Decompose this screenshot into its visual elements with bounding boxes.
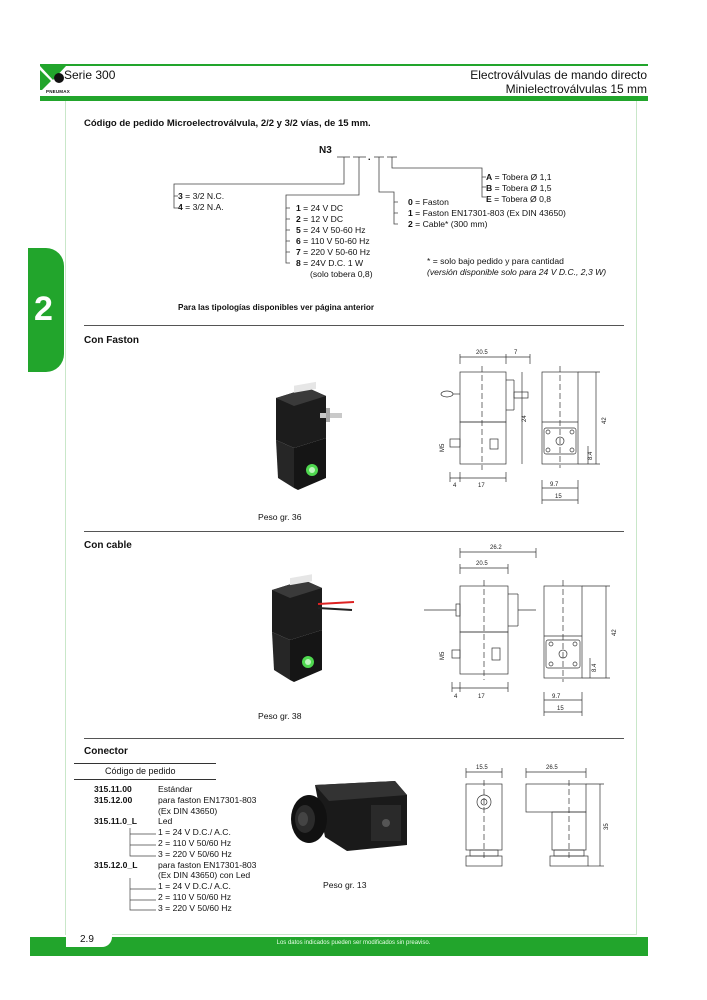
connector-weight: Peso gr. 13 (323, 880, 367, 890)
connector-heading: Conector (84, 746, 128, 757)
svg-text:M5: M5 (440, 651, 446, 660)
svg-text:35: 35 (604, 823, 610, 830)
content-frame (65, 101, 637, 935)
logo-text: PNEUMAX (46, 89, 70, 94)
svg-text:24: 24 (522, 415, 528, 422)
title-line-1: Electroválvulas de mando directo (470, 68, 647, 82)
connector-drawing: 15.5 26.5 35 (465, 765, 610, 867)
section-number: 2 (34, 290, 53, 328)
svg-text:M5: M5 (440, 443, 446, 452)
svg-text:26.2: 26.2 (490, 545, 502, 551)
table-rule (74, 763, 216, 764)
list-item: 2 = 110 V 50/60 Hz (158, 837, 232, 848)
svg-text:9.7: 9.7 (552, 694, 561, 700)
footer-bar (30, 937, 648, 956)
footnote-2: (versión disponible solo para 24 V D.C.,… (427, 267, 607, 277)
svg-text:15.5: 15.5 (476, 765, 488, 771)
faston-weight: Peso gr. 36 (258, 512, 302, 522)
table-header: Código de pedido (105, 766, 176, 776)
code-diagram-lines: . (173, 152, 486, 264)
series-label: Serie 300 (64, 68, 116, 82)
table-rule (74, 779, 216, 780)
svg-text:20.5: 20.5 (476, 561, 488, 567)
voltage-options: 1 = 24 V DC 2 = 12 V DC 5 = 24 V 50-60 H… (296, 203, 373, 279)
divider (84, 531, 624, 532)
cable-drawing: 26.2 20.5 M5 4 17 42 8.4 9.7 15 (424, 545, 618, 716)
list-item: 1 = 24 V D.C./ A.C. (158, 881, 231, 892)
footer-note: Los datos indicados pueden ser modificad… (276, 940, 431, 946)
header-rule (40, 64, 648, 66)
svg-text:42: 42 (612, 629, 618, 636)
svg-text:15: 15 (557, 706, 564, 712)
function-options: 3 = 3/2 N.C. 4 = 3/2 N.A. (178, 191, 225, 212)
list-item: 2 = 110 V 50/60 Hz (158, 891, 232, 902)
svg-text:9.7: 9.7 (550, 482, 559, 488)
cable-weight: Peso gr. 38 (258, 711, 302, 721)
nozzle-options: A = Tobera Ø 1,1 B = Tobera Ø 1,5 E = To… (486, 172, 552, 204)
connection-options: 0 = Faston 1 = Faston EN17301-803 (Ex DI… (408, 197, 566, 229)
cable-heading: Con cable (84, 540, 132, 551)
title-line-2: Minielectroválvulas 15 mm (505, 82, 647, 96)
faston-drawing: 20.5 7 24 M5 4 17 42 8.4 9.7 15 (440, 350, 608, 504)
svg-text:26.5: 26.5 (546, 765, 558, 771)
logo-icon (40, 66, 66, 96)
connector-photo (291, 781, 407, 851)
svg-text:8.4: 8.4 (588, 451, 594, 460)
divider (84, 325, 624, 326)
page-number: 2.9 (66, 933, 112, 947)
svg-text:20.5: 20.5 (476, 350, 488, 356)
logo: PNEUMAX (40, 66, 70, 96)
list-item: 3 = 220 V 50/60 Hz (158, 848, 232, 859)
svg-text:4: 4 (454, 694, 458, 700)
order-title: Código de pedido Microelectroválvula, 2/… (84, 118, 371, 129)
svg-text:7: 7 (514, 350, 518, 356)
led-bracket-lines (129, 828, 156, 911)
footnote-1: * = solo bajo pedido y para cantidad (427, 256, 564, 266)
list-item: 3 = 220 V 50/60 Hz (158, 902, 232, 913)
svg-text:15: 15 (555, 494, 562, 500)
section-tab: 2 (28, 248, 64, 372)
svg-text:.: . (368, 152, 371, 162)
faston-heading: Con Faston (84, 335, 139, 346)
list-item: (Ex DIN 43650) con Led (158, 870, 251, 881)
typologies-note: Para las tipologías disponibles ver pági… (178, 303, 375, 312)
order-code: N3 (319, 145, 332, 156)
svg-text:17: 17 (478, 694, 485, 700)
header-bar (40, 96, 648, 101)
svg-text:17: 17 (478, 483, 485, 489)
faston-valve-photo (276, 381, 342, 490)
table-row: (Ex DIN 43650) (158, 805, 218, 816)
svg-text:8.4: 8.4 (592, 663, 598, 672)
list-item: 1 = 24 V D.C./ A.C. (158, 827, 231, 838)
svg-text:42: 42 (602, 417, 608, 424)
svg-text:4: 4 (453, 483, 457, 489)
divider (84, 738, 624, 739)
header-title: Electroválvulas de mando directo Miniele… (470, 68, 647, 96)
cable-valve-photo (272, 574, 355, 682)
